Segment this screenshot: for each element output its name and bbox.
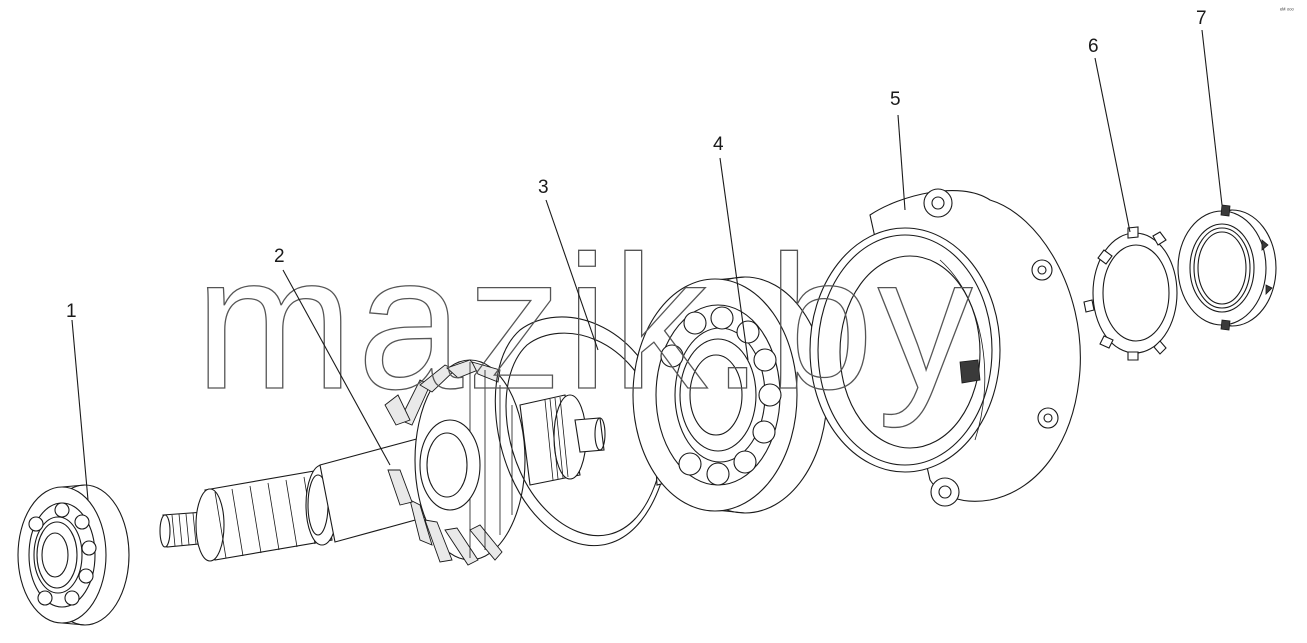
callout-3: 3 [538, 177, 549, 198]
callout-4: 4 [713, 134, 724, 155]
part-5-bearing-housing [809, 188, 1081, 507]
leader-line-5 [897, 114, 906, 211]
corner-mark: ᵉᴹ ᵒᵒᵒ [1280, 7, 1294, 14]
watermark-text: mazik.by [195, 217, 977, 429]
callout-5: 5 [890, 89, 901, 110]
callouts: 1 2 3 4 5 6 7 [66, 8, 1207, 322]
part-4-ball-bearing [632, 276, 828, 514]
part-1-balls [28, 502, 97, 606]
part-2-bevel-gear-shaft [159, 359, 606, 566]
part-6-lock-washer [1083, 226, 1178, 361]
leader-line-7 [1201, 29, 1223, 206]
leader-line-4 [719, 157, 749, 361]
callout-6: 6 [1088, 36, 1099, 57]
callout-2: 2 [274, 246, 285, 267]
leader-line-3 [545, 199, 599, 351]
part-4-balls [660, 306, 782, 486]
leader-lines [71, 29, 1223, 501]
part-7-round-nut [1177, 204, 1277, 331]
leader-line-2 [282, 269, 391, 466]
callout-1: 1 [66, 301, 77, 322]
leader-line-1 [71, 319, 89, 501]
part-1-ball-bearing [17, 484, 130, 626]
callout-7: 7 [1196, 8, 1207, 29]
leader-line-6 [1094, 57, 1131, 233]
